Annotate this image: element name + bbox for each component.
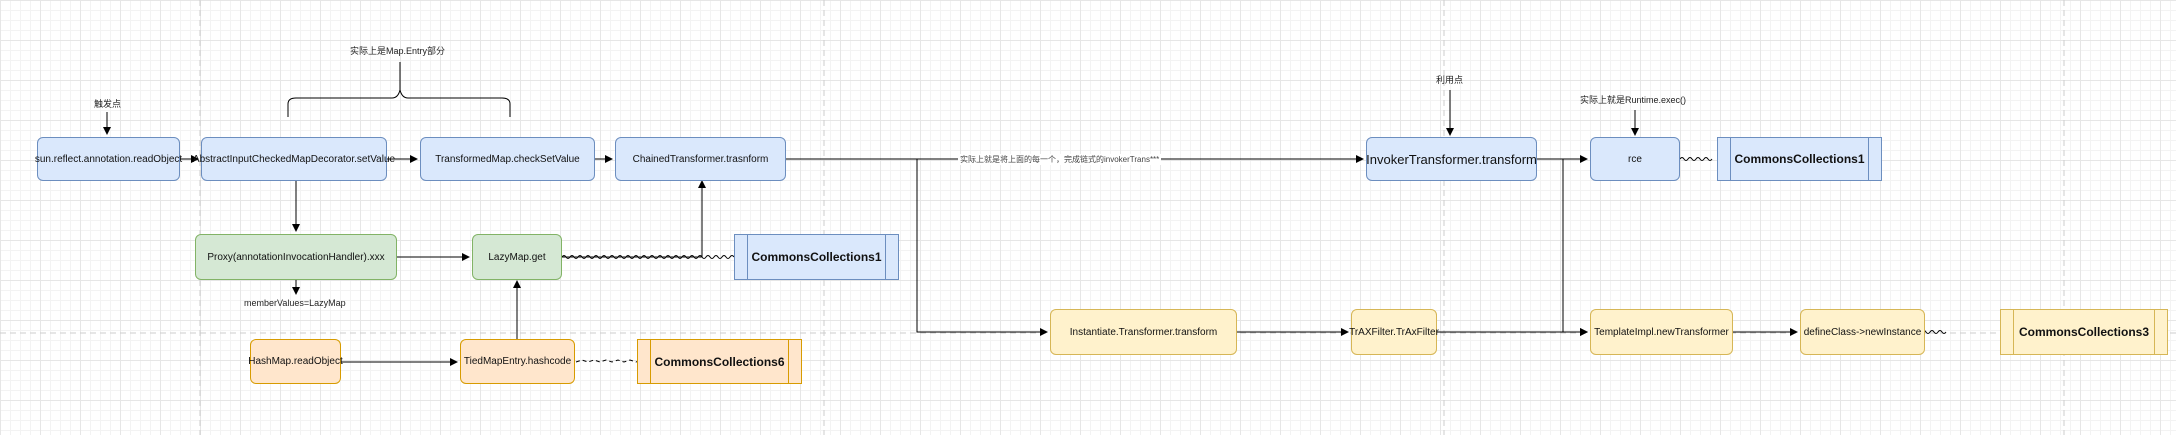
process-cc3[interactable]: CommonsCollections3 [2000, 309, 2168, 355]
edge-chained-instantiate[interactable] [916, 159, 1048, 336]
node-defineclass[interactable]: defineClass->newInstance [1800, 309, 1925, 355]
process-cc6-label: CommonsCollections6 [654, 354, 785, 369]
process-cc1-mid[interactable]: CommonsCollections1 [734, 234, 899, 280]
node-readobject[interactable]: sun.reflect.annotation.readObject [34, 137, 183, 181]
label-use-point: 利用点 [1436, 75, 1464, 85]
node-instantiate[interactable]: Instantiate.Transformer.transform [1050, 309, 1237, 355]
node-setvalue-label: AbstractInputCheckedMapDecorator.setValu… [192, 153, 396, 165]
node-tied[interactable]: TiedMapEntry.hashcode [460, 339, 575, 384]
node-defineclass-label: defineClass->newInstance [1803, 326, 1922, 338]
node-templates-label: TemplateImpl.newTransformer [1594, 326, 1729, 338]
node-hashmap[interactable]: HashMap.readObject [248, 339, 343, 384]
node-templates[interactable]: TemplateImpl.newTransformer [1590, 309, 1733, 355]
node-tied-label: TiedMapEntry.hashcode [463, 356, 572, 367]
node-rce[interactable]: rce [1590, 137, 1680, 181]
process-cc1-top[interactable]: CommonsCollections1 [1717, 137, 1882, 181]
edge-invoker-templates[interactable] [1562, 159, 1588, 336]
node-lazyget[interactable]: LazyMap.get [472, 234, 562, 280]
node-checksetvalue[interactable]: TransformedMap.checkSetValue [420, 137, 595, 181]
node-hashmap-label: HashMap.readObject [248, 356, 343, 367]
node-instantiate-label: Instantiate.Transformer.transform [1069, 326, 1218, 338]
node-rce-label: rce [1628, 153, 1642, 165]
node-traxfilter-label: TrAXFilter.TrAxFilter [1349, 326, 1439, 338]
process-cc1-mid-label: CommonsCollections1 [751, 250, 882, 264]
brace-map-entry [287, 89, 511, 117]
label-actual-entry: 实际上是Map.Entry部分 [350, 46, 446, 56]
label-actual-exec: 实际上就是Runtime.exec() [1580, 95, 1687, 105]
node-traxfilter[interactable]: TrAXFilter.TrAxFilter [1349, 309, 1439, 355]
node-proxy[interactable]: Proxy(annotationInvocationHandler).xxx [195, 234, 397, 280]
process-cc6[interactable]: CommonsCollections6 [637, 339, 802, 384]
node-checksetvalue-label: TransformedMap.checkSetValue [435, 153, 580, 165]
node-chained[interactable]: ChainedTransformer.trasnform [615, 137, 786, 181]
edge-lazyget-chained[interactable] [562, 180, 706, 258]
node-readobject-label: sun.reflect.annotation.readObject [34, 153, 183, 165]
node-proxy-label: Proxy(annotationInvocationHandler).xxx [207, 251, 385, 263]
node-invoker[interactable]: InvokerTransformer.transform [1366, 137, 1537, 181]
process-cc3-label: CommonsCollections3 [2018, 325, 2150, 339]
process-cc1-top-label: CommonsCollections1 [1734, 152, 1865, 166]
node-setvalue[interactable]: AbstractInputCheckedMapDecorator.setValu… [193, 137, 395, 181]
node-chained-label: ChainedTransformer.trasnform [632, 153, 769, 165]
node-invoker-label: InvokerTransformer.transform [1366, 151, 1537, 167]
label-trigger: 触发点 [94, 99, 122, 109]
label-chained-desc: 实际上就是将上面的每一个，完成链式的invokerTrans*** [958, 154, 1162, 165]
node-lazyget-label: LazyMap.get [488, 251, 546, 263]
label-member-values: memberValues=LazyMap [244, 298, 346, 308]
